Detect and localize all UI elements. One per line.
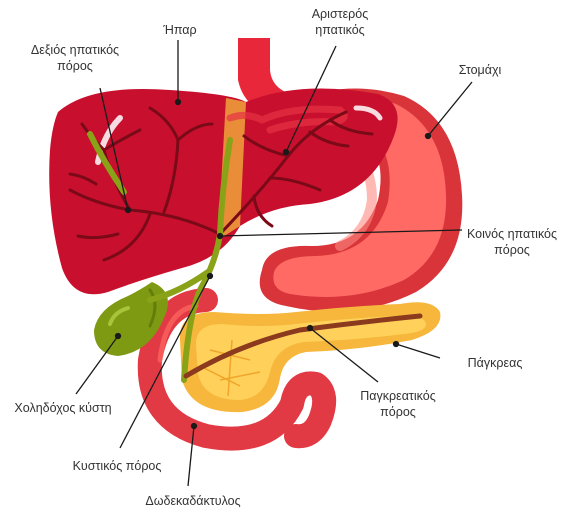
label-right-hepatic-duct: Δεξιός ηπατικός πόρος — [10, 42, 140, 74]
label-common-hepatic-duct: Κοινός ηπατικός πόρος — [462, 226, 562, 258]
label-gallbladder: Χοληδόχος κύστη — [0, 400, 126, 416]
leader-gallbladder-dot — [116, 334, 121, 339]
label-liver: Ήπαρ — [150, 22, 210, 38]
leader-cystic-duct-dot — [208, 274, 213, 279]
leader-pancreas-dot — [394, 342, 399, 347]
label-cystic-duct: Κυστικός πόρος — [52, 458, 182, 474]
leader-duodenum-dot — [192, 424, 197, 429]
leader-left-hepatic-duct-dot — [284, 150, 289, 155]
leader-stomach-dot — [426, 134, 431, 139]
leader-common-hepatic-duct-dot — [218, 234, 223, 239]
leader-pancreas — [396, 344, 440, 358]
leader-stomach — [428, 82, 472, 136]
label-stomach: Στομάχι — [440, 62, 520, 78]
label-duodenum: Δωδεκαδάκτυλος — [128, 493, 258, 509]
label-pancreas: Πάγκρεας — [450, 355, 540, 371]
leader-gallbladder — [76, 336, 118, 394]
leader-pancreatic-duct-dot — [308, 326, 313, 331]
label-pancreatic-duct: Παγκρεατικός πόρος — [348, 388, 448, 420]
label-left-hepatic-duct: Αριστερός ηπατικός — [290, 6, 390, 38]
leader-liver-dot — [176, 100, 181, 105]
leader-right-hepatic-duct-dot — [126, 208, 131, 213]
